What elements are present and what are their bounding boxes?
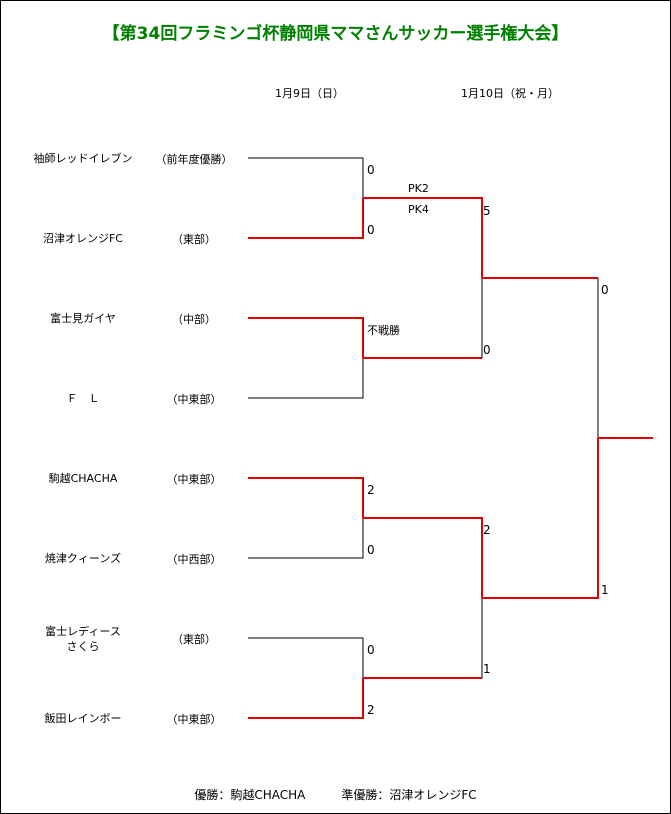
score: 2 — [367, 483, 375, 497]
pk-score: PK2 — [408, 182, 429, 195]
bracket-line-winner — [248, 477, 364, 518]
page-title: 【第34回フラミンゴ杯静岡県ママさんサッカー選手権大会】 — [102, 24, 569, 44]
team-region: （中西部） — [166, 553, 222, 566]
score: 0 — [483, 343, 491, 357]
bracket-line-winner — [363, 197, 483, 278]
bracket-line-loser — [363, 278, 483, 359]
bracket-line-loser — [363, 598, 483, 679]
bracket-line-loser — [248, 637, 364, 678]
team-name: 飯田レインボー — [44, 712, 122, 725]
score: 0 — [367, 643, 375, 657]
team-region: （中東部） — [166, 713, 222, 726]
score: 2 — [367, 703, 375, 717]
team-region: （東部） — [172, 633, 216, 646]
team-region: （中東部） — [166, 393, 222, 406]
team-name: 富士見ガイヤ — [50, 312, 116, 325]
team-name: 駒越CHACHA — [48, 472, 118, 485]
team-name: 袖師レッドイレブン — [33, 152, 133, 165]
score: 0 — [367, 223, 375, 237]
score: 1 — [601, 583, 609, 597]
team-region: （中東部） — [166, 473, 222, 486]
team-region: （中部） — [172, 313, 216, 326]
team-name: 沼津オレンジFC — [42, 232, 123, 245]
team-name: Ｆ Ｌ — [66, 392, 100, 405]
bracket-line-winner — [363, 517, 483, 598]
bracket-line-loser — [482, 277, 599, 438]
bracket-line-winner — [482, 438, 599, 599]
bracket-line-winner — [248, 198, 364, 239]
score: 2 — [483, 523, 491, 537]
score: 1 — [483, 662, 491, 676]
bracket-line-loser — [248, 518, 364, 559]
score: 0 — [367, 163, 375, 177]
team-name: 富士レディース さくら — [45, 625, 121, 653]
team-name: 焼津クィーンズ — [44, 552, 122, 565]
bracket-line-loser — [248, 157, 364, 198]
bracket-line-winner — [248, 317, 364, 358]
bracket-line-loser — [248, 358, 364, 399]
round1-date: 1月9日（日） — [275, 87, 344, 100]
pk-score: PK4 — [408, 203, 429, 216]
score: 0 — [367, 543, 375, 557]
team-region: （東部） — [172, 233, 216, 246]
walkover-note: 不戦勝 — [367, 324, 400, 337]
round2-date: 1月10日（祝・月） — [461, 87, 559, 100]
score: 0 — [601, 283, 609, 297]
results-footer: 優勝：駒越CHACHA 準優勝：沼津オレンジFC — [194, 788, 477, 802]
score: 5 — [483, 204, 491, 218]
team-region: （前年度優勝） — [155, 153, 233, 166]
bracket-line-winner — [248, 678, 364, 719]
